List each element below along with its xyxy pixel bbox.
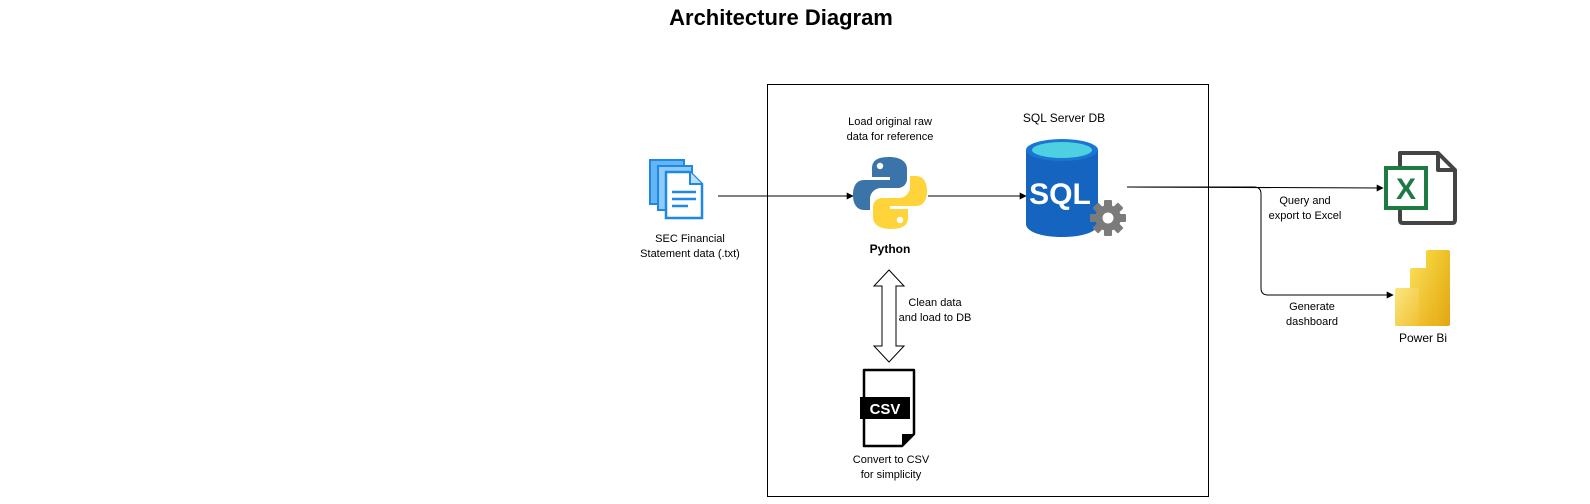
excel-icon-text: X: [1396, 173, 1416, 206]
diagram-title: Architecture Diagram: [669, 5, 893, 30]
sql-icon-text: SQL: [1029, 178, 1091, 211]
power-bi-icon: [1395, 250, 1450, 326]
sql-database-icon: SQL: [1026, 139, 1126, 237]
python-label: Python: [869, 242, 911, 256]
generate-dashboard-edge-label: Generate dashboard: [1286, 301, 1338, 328]
python-caption: Load original raw data for reference: [846, 116, 934, 143]
gear-icon: [1090, 200, 1126, 236]
clean-load-edge-label: Clean data and load to DB: [898, 297, 972, 324]
edge-sql-to-powerbi: [1127, 186, 1394, 299]
query-export-edge-label: Query and export to Excel: [1268, 195, 1342, 222]
excel-icon: X: [1384, 151, 1457, 225]
csv-file-icon: CSV: [860, 368, 916, 448]
edge-python-csv-double-arrow: [872, 269, 906, 363]
document-stack-icon: [649, 159, 704, 220]
python-logo-icon: [853, 157, 927, 229]
csv-icon-text: CSV: [870, 401, 901, 418]
sql-server-label: SQL Server DB: [1022, 111, 1106, 125]
csv-label: Convert to CSV for simplicity: [852, 454, 930, 481]
sec-data-label: SEC Financial Statement data (.txt): [640, 233, 740, 260]
power-bi-label: Power Bi: [1398, 331, 1448, 345]
processing-container: [767, 84, 1209, 497]
